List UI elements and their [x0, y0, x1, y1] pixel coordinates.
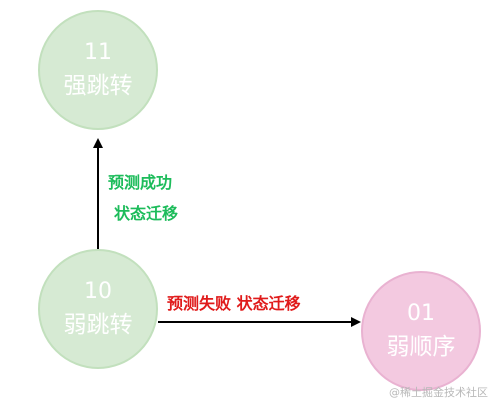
node-label: 弱顺序	[386, 334, 456, 360]
node-weak-sequence: 01 弱顺序	[361, 271, 481, 391]
watermark: @稀土掘金技术社区	[389, 386, 488, 399]
node-code: 10	[84, 279, 112, 304]
edge-label-predict-fail: 预测失败 状态迁移	[167, 294, 301, 313]
node-weak-jump: 10 弱跳转	[38, 249, 158, 369]
node-label: 强跳转	[63, 73, 133, 99]
node-code: 11	[84, 40, 112, 65]
edge-label-state-transition: 状态迁移	[114, 204, 179, 223]
node-label: 弱跳转	[63, 312, 133, 338]
node-code: 01	[407, 301, 435, 326]
node-strong-jump: 11 强跳转	[38, 10, 158, 130]
edge-label-predict-success: 预测成功	[108, 173, 173, 192]
